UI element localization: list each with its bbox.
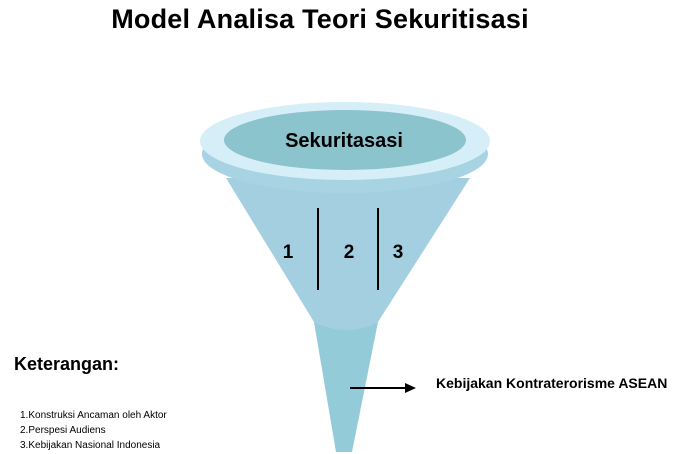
section-label-3: 3 [393,242,404,263]
funnel-rim-inner [224,110,466,170]
legend-item: 2.Perspesi Audiens [20,425,106,436]
legend-item: 3.Kebijakan Nasional Indonesia [20,440,161,451]
diagram-title: Model Analisa Teori Sekuritisasi [111,4,529,34]
legend-heading: Keterangan: [14,354,120,374]
section-label-1: 1 [283,242,294,263]
funnel-top-label: Sekuritasasi [285,130,403,152]
funnel-stem [314,322,378,452]
funnel-cone [226,178,470,330]
section-label-2: 2 [344,242,355,263]
legend-list: 1.Konstruksi Ancaman oleh Aktor 2.Perspe… [20,408,167,453]
output-arrow [350,383,416,393]
output-label: Kebijakan Kontraterorisme ASEAN [436,375,668,391]
legend-item: 1.Konstruksi Ancaman oleh Aktor [20,410,167,421]
